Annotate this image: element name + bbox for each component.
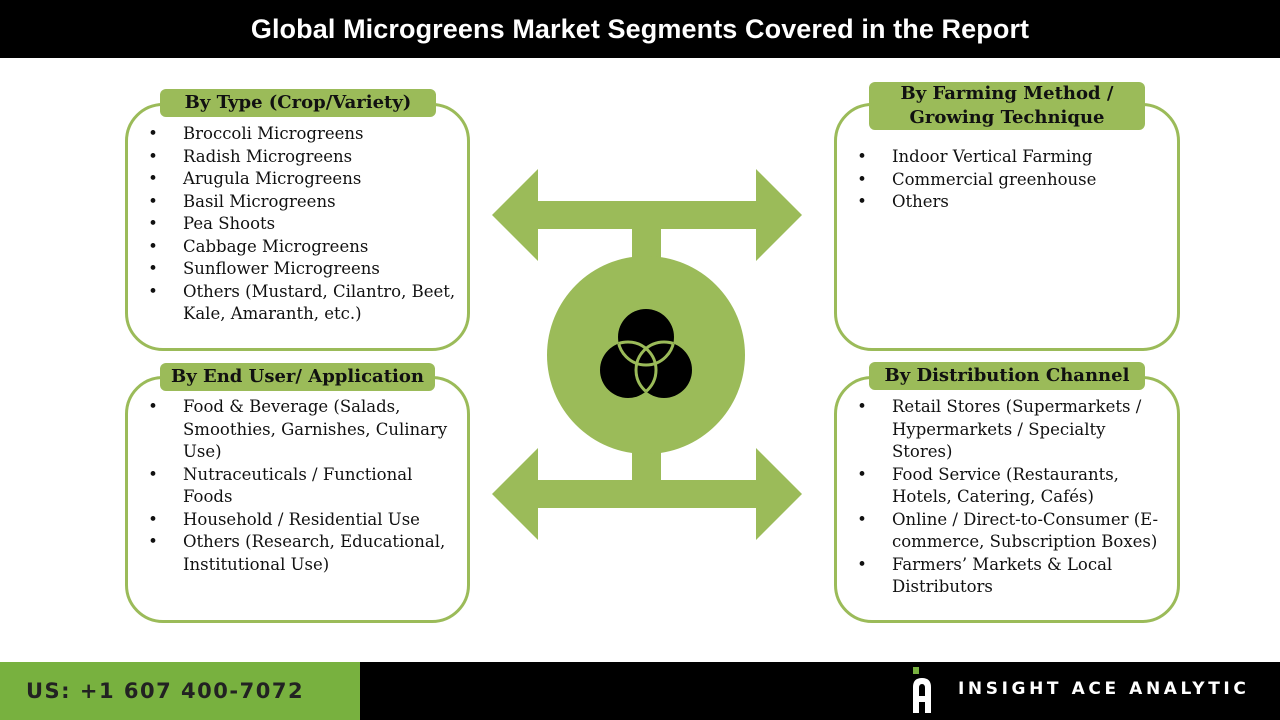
segment-list-type: •Broccoli Microgreens •Radish Microgreen… — [148, 123, 458, 326]
list-item: •Radish Microgreens — [148, 146, 353, 166]
list-item: •Pea Shoots — [148, 214, 276, 233]
list-item: •Household / Residential Use — [148, 509, 420, 529]
list-item: •Indoor Vertical Farming — [857, 147, 1093, 166]
brand-name: INSIGHT ACE ANALYTIC — [958, 679, 1250, 699]
list-item: •Commercial greenhouse — [857, 169, 1097, 189]
list-item: •Sunflower Microgreens — [148, 259, 380, 278]
header-bar: Global Microgreens Market Segments Cover… — [0, 0, 1280, 58]
bottom-double-arrow-icon — [492, 448, 802, 540]
list-item: •Others (Research, Educational, Institut… — [148, 532, 446, 574]
footer-contact: US: +1 607 400-7072 — [0, 662, 360, 720]
center-graphic — [492, 169, 802, 540]
footer-brand-bar: INSIGHT ACE ANALYTIC — [360, 662, 1280, 720]
list-item: •Cabbage Microgreens — [148, 236, 369, 256]
list-item: •Online / Direct-to-Consumer (E-commerce… — [857, 509, 1159, 552]
segment-title-end-user: By End User/ Application — [160, 363, 435, 391]
insight-ace-logo-icon — [913, 667, 931, 713]
list-item: •Retail Stores (Supermarkets / Hypermark… — [857, 397, 1142, 461]
list-item: •Others (Mustard, Cilantro, Beet, Kale, … — [148, 281, 456, 324]
segment-box-farming-method — [834, 103, 1180, 351]
list-item: •Nutraceuticals / Functional Foods — [148, 464, 413, 507]
segment-title-distribution: By Distribution Channel — [869, 362, 1145, 390]
list-item: •Others — [857, 192, 949, 211]
segment-title-type: By Type (Crop/Variety) — [160, 89, 436, 117]
segment-box-type — [125, 103, 470, 351]
segment-box-end-user — [125, 376, 470, 623]
list-item: •Basil Microgreens — [148, 191, 336, 211]
phone-number[interactable]: US: +1 607 400-7072 — [26, 679, 305, 703]
segment-box-distribution — [834, 376, 1180, 623]
list-item: •Farmers’ Markets & Local Distributors — [857, 554, 1113, 597]
list-item: •Food & Beverage (Salads, Smoothies, Gar… — [148, 397, 448, 461]
list-item: •Food Service (Restaurants, Hotels, Cate… — [857, 464, 1119, 507]
list-item: •Arugula Microgreens — [148, 169, 362, 188]
list-item: •Broccoli Microgreens — [148, 124, 364, 143]
page-title: Global Microgreens Market Segments Cover… — [250, 13, 1030, 44]
segment-title-farming-method: By Farming Method / Growing Technique — [869, 82, 1145, 130]
segment-list-distribution: •Retail Stores (Supermarkets / Hypermark… — [857, 396, 1162, 599]
top-double-arrow-icon — [492, 169, 802, 261]
venn-diagram-icon — [600, 309, 692, 398]
segment-list-farming-method: •Indoor Vertical Farming •Commercial gre… — [857, 146, 1167, 214]
segment-list-end-user: •Food & Beverage (Salads, Smoothies, Gar… — [148, 396, 448, 576]
